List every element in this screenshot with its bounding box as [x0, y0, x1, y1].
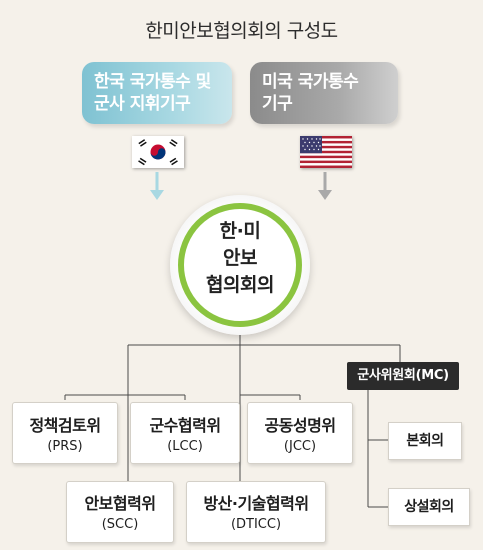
us-command-box: 미국 국가통수 기구	[250, 62, 398, 124]
committee-lcc-abbr: (LCC)	[167, 439, 203, 454]
committee-prs-name: 정책검토위	[29, 416, 101, 435]
committee-jcc-name: 공동성명위	[264, 416, 336, 435]
committee-scc-abbr: (SCC)	[101, 517, 139, 532]
us-arrow-head-icon	[318, 190, 332, 200]
us-flag-icon	[300, 136, 352, 168]
korea-command-box: 한국 국가통수 및 군사 지휘기구	[82, 62, 232, 124]
center-ring	[178, 203, 302, 327]
committee-jcc-abbr: (JCC)	[283, 439, 317, 454]
military-committee-box: 군사위원회(MC)	[347, 362, 459, 390]
mc-standing-box: 상설회의	[388, 488, 470, 526]
committee-scc: 안보협력위 (SCC)	[66, 481, 174, 543]
center-node-label: 한·미 안보 협의회의	[206, 220, 274, 296]
korea-flag-icon	[132, 136, 184, 168]
korea-arrow-head-icon	[150, 190, 164, 200]
committee-lcc: 군수협력위 (LCC)	[130, 402, 240, 464]
committee-prs: 정책검토위 (PRS)	[12, 402, 118, 464]
committee-prs-abbr: (PRS)	[47, 439, 83, 454]
mc-plenary-box: 본회의	[388, 422, 462, 460]
committee-dticc-name: 방산·기술협력위	[203, 494, 309, 513]
committee-dticc-abbr: (DTICC)	[230, 517, 282, 532]
committee-scc-name: 안보협력위	[84, 494, 156, 513]
committee-jcc: 공동성명위 (JCC)	[247, 402, 353, 464]
diagram-title: 한미안보협의회의 구성도	[145, 20, 338, 42]
committee-lcc-name: 군수협력위	[149, 416, 221, 435]
committee-dticc: 방산·기술협력위 (DTICC)	[186, 481, 326, 543]
